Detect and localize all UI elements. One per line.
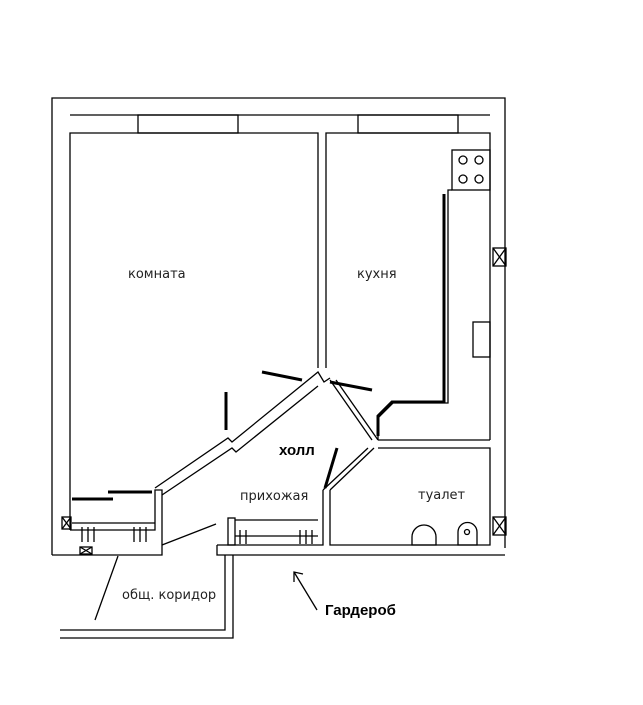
window-room <box>137 114 239 134</box>
toilet-icon <box>457 521 478 546</box>
kitchen-label: кухня <box>357 267 397 282</box>
room-label: комната <box>128 267 186 282</box>
bath-icon <box>411 524 437 546</box>
corridor-walls <box>60 555 234 639</box>
closet-room <box>72 522 155 542</box>
outer-walls <box>51 97 506 556</box>
hall-walls <box>154 371 379 496</box>
closet-entrance <box>227 517 318 546</box>
arrow-icon <box>293 571 318 611</box>
kitchen-counter <box>376 189 452 440</box>
doors <box>72 370 373 621</box>
vent-icon <box>61 247 507 555</box>
stove-icon <box>451 149 491 191</box>
toilet-label: туалет <box>418 488 466 503</box>
hall-label: холл <box>279 442 315 459</box>
window-kitchen <box>357 114 459 134</box>
sink-icon <box>472 321 491 358</box>
wardrobe-label: Гардероб <box>325 602 396 619</box>
entrance-label: прихожая <box>240 489 308 504</box>
corridor-label: общ. коридор <box>122 588 216 603</box>
